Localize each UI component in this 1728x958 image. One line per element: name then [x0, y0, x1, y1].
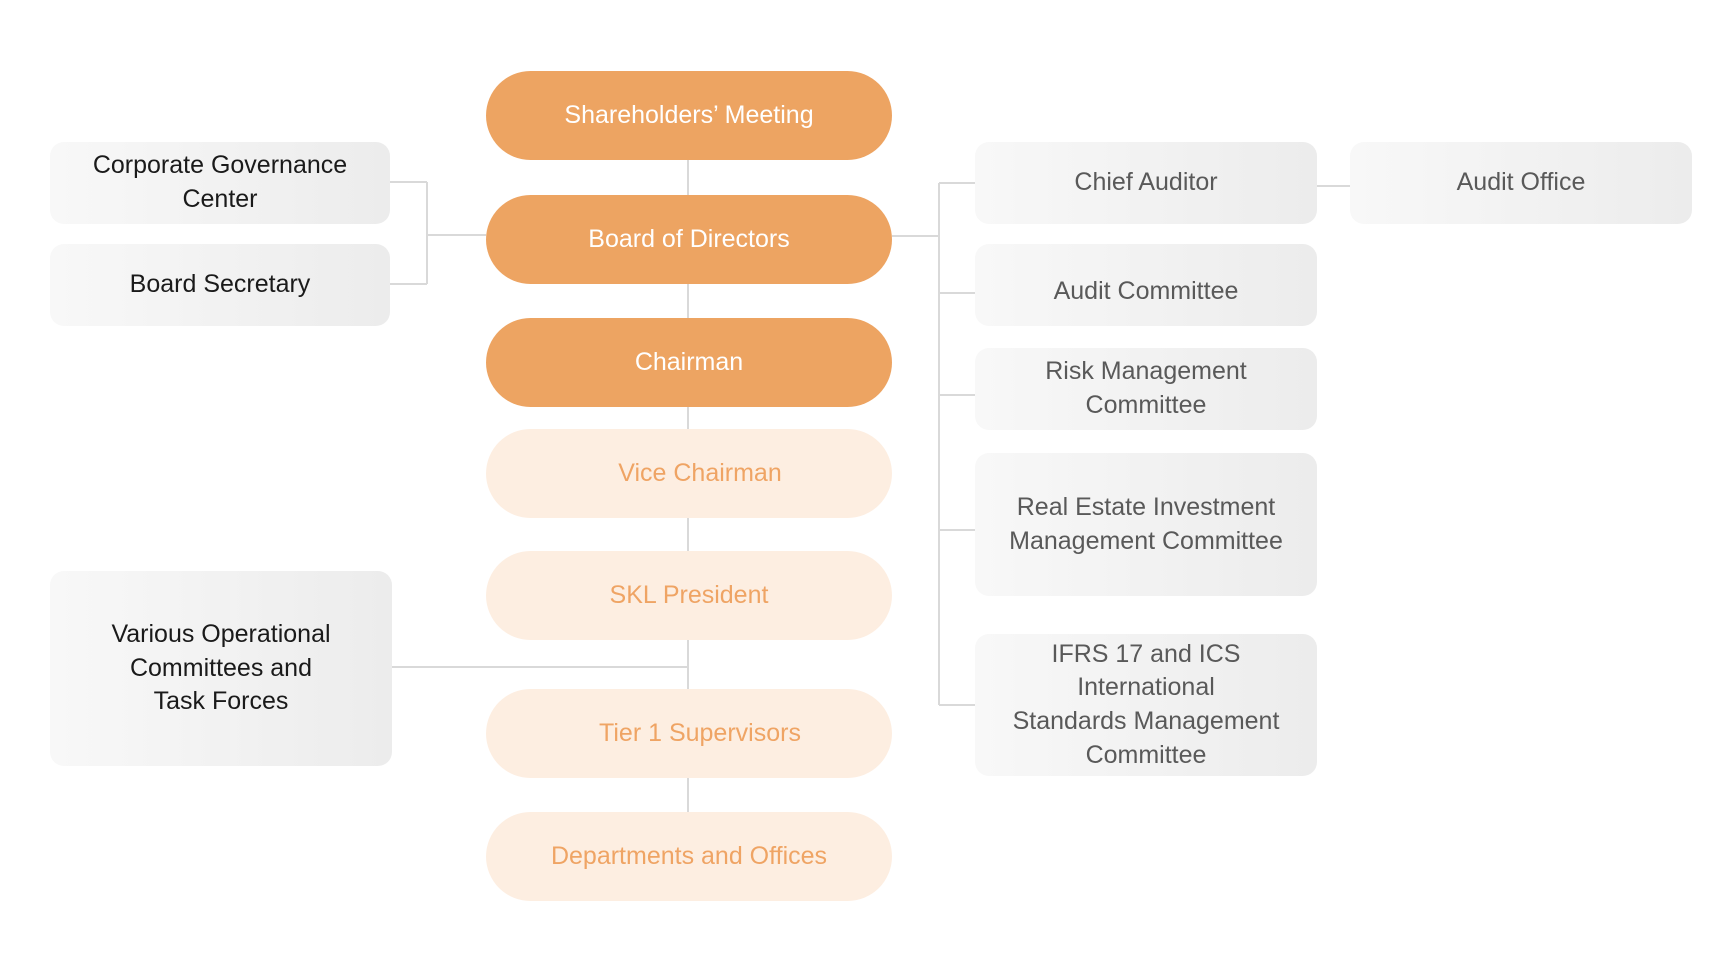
real-estate-committee-label: Real Estate Investment Management Commit…: [1009, 492, 1283, 555]
vice-chairman-label: Vice Chairman: [618, 458, 782, 487]
board-secretary-node: Board Secretary: [50, 244, 390, 326]
audit-committee-node: Audit Committee: [975, 244, 1317, 326]
audit-office-node: Audit Office: [1350, 142, 1692, 224]
corporate-governance-center-node: Corporate Governance Center: [50, 142, 390, 224]
tier1-supervisors-label: Tier 1 Supervisors: [599, 718, 801, 747]
skl-president-label: SKL President: [609, 580, 769, 609]
operational-committees-node: Various Operational Committees and Task …: [50, 571, 392, 766]
vice-chairman-node: Vice Chairman: [486, 429, 892, 518]
real-estate-committee-node: Real Estate Investment Management Commit…: [975, 453, 1317, 596]
chief-auditor-node: Chief Auditor: [975, 142, 1317, 224]
shareholders-meeting-node: Shareholders’ Meeting: [486, 71, 892, 160]
shareholders-meeting-label: Shareholders’ Meeting: [564, 100, 814, 129]
operational-committees-label: Various Operational Committees and Task …: [111, 619, 331, 716]
risk-management-committee-node: Risk Management Committee: [975, 348, 1317, 430]
ifrs-committee-label: IFRS 17 and ICS International Standards …: [1012, 639, 1280, 769]
audit-office-label: Audit Office: [1456, 168, 1586, 197]
ifrs-committee-node: IFRS 17 and ICS International Standards …: [975, 634, 1317, 776]
board-of-directors-node: Board of Directors: [486, 195, 892, 284]
tier1-supervisors-node: Tier 1 Supervisors: [486, 689, 892, 778]
risk-management-committee-label: Risk Management Committee: [1045, 357, 1247, 419]
audit-committee-label: Audit Committee: [1053, 277, 1239, 306]
skl-president-node: SKL President: [486, 551, 892, 640]
board-of-directors-label: Board of Directors: [588, 224, 790, 253]
chairman-node: Chairman: [486, 318, 892, 407]
corporate-governance-center-label: Corporate Governance Center: [92, 151, 348, 213]
chief-auditor-label: Chief Auditor: [1074, 168, 1218, 197]
board-secretary-label: Board Secretary: [129, 270, 311, 299]
departments-and-offices-label: Departments and Offices: [550, 841, 828, 870]
chairman-label: Chairman: [634, 347, 744, 376]
departments-and-offices-node: Departments and Offices: [486, 812, 892, 901]
